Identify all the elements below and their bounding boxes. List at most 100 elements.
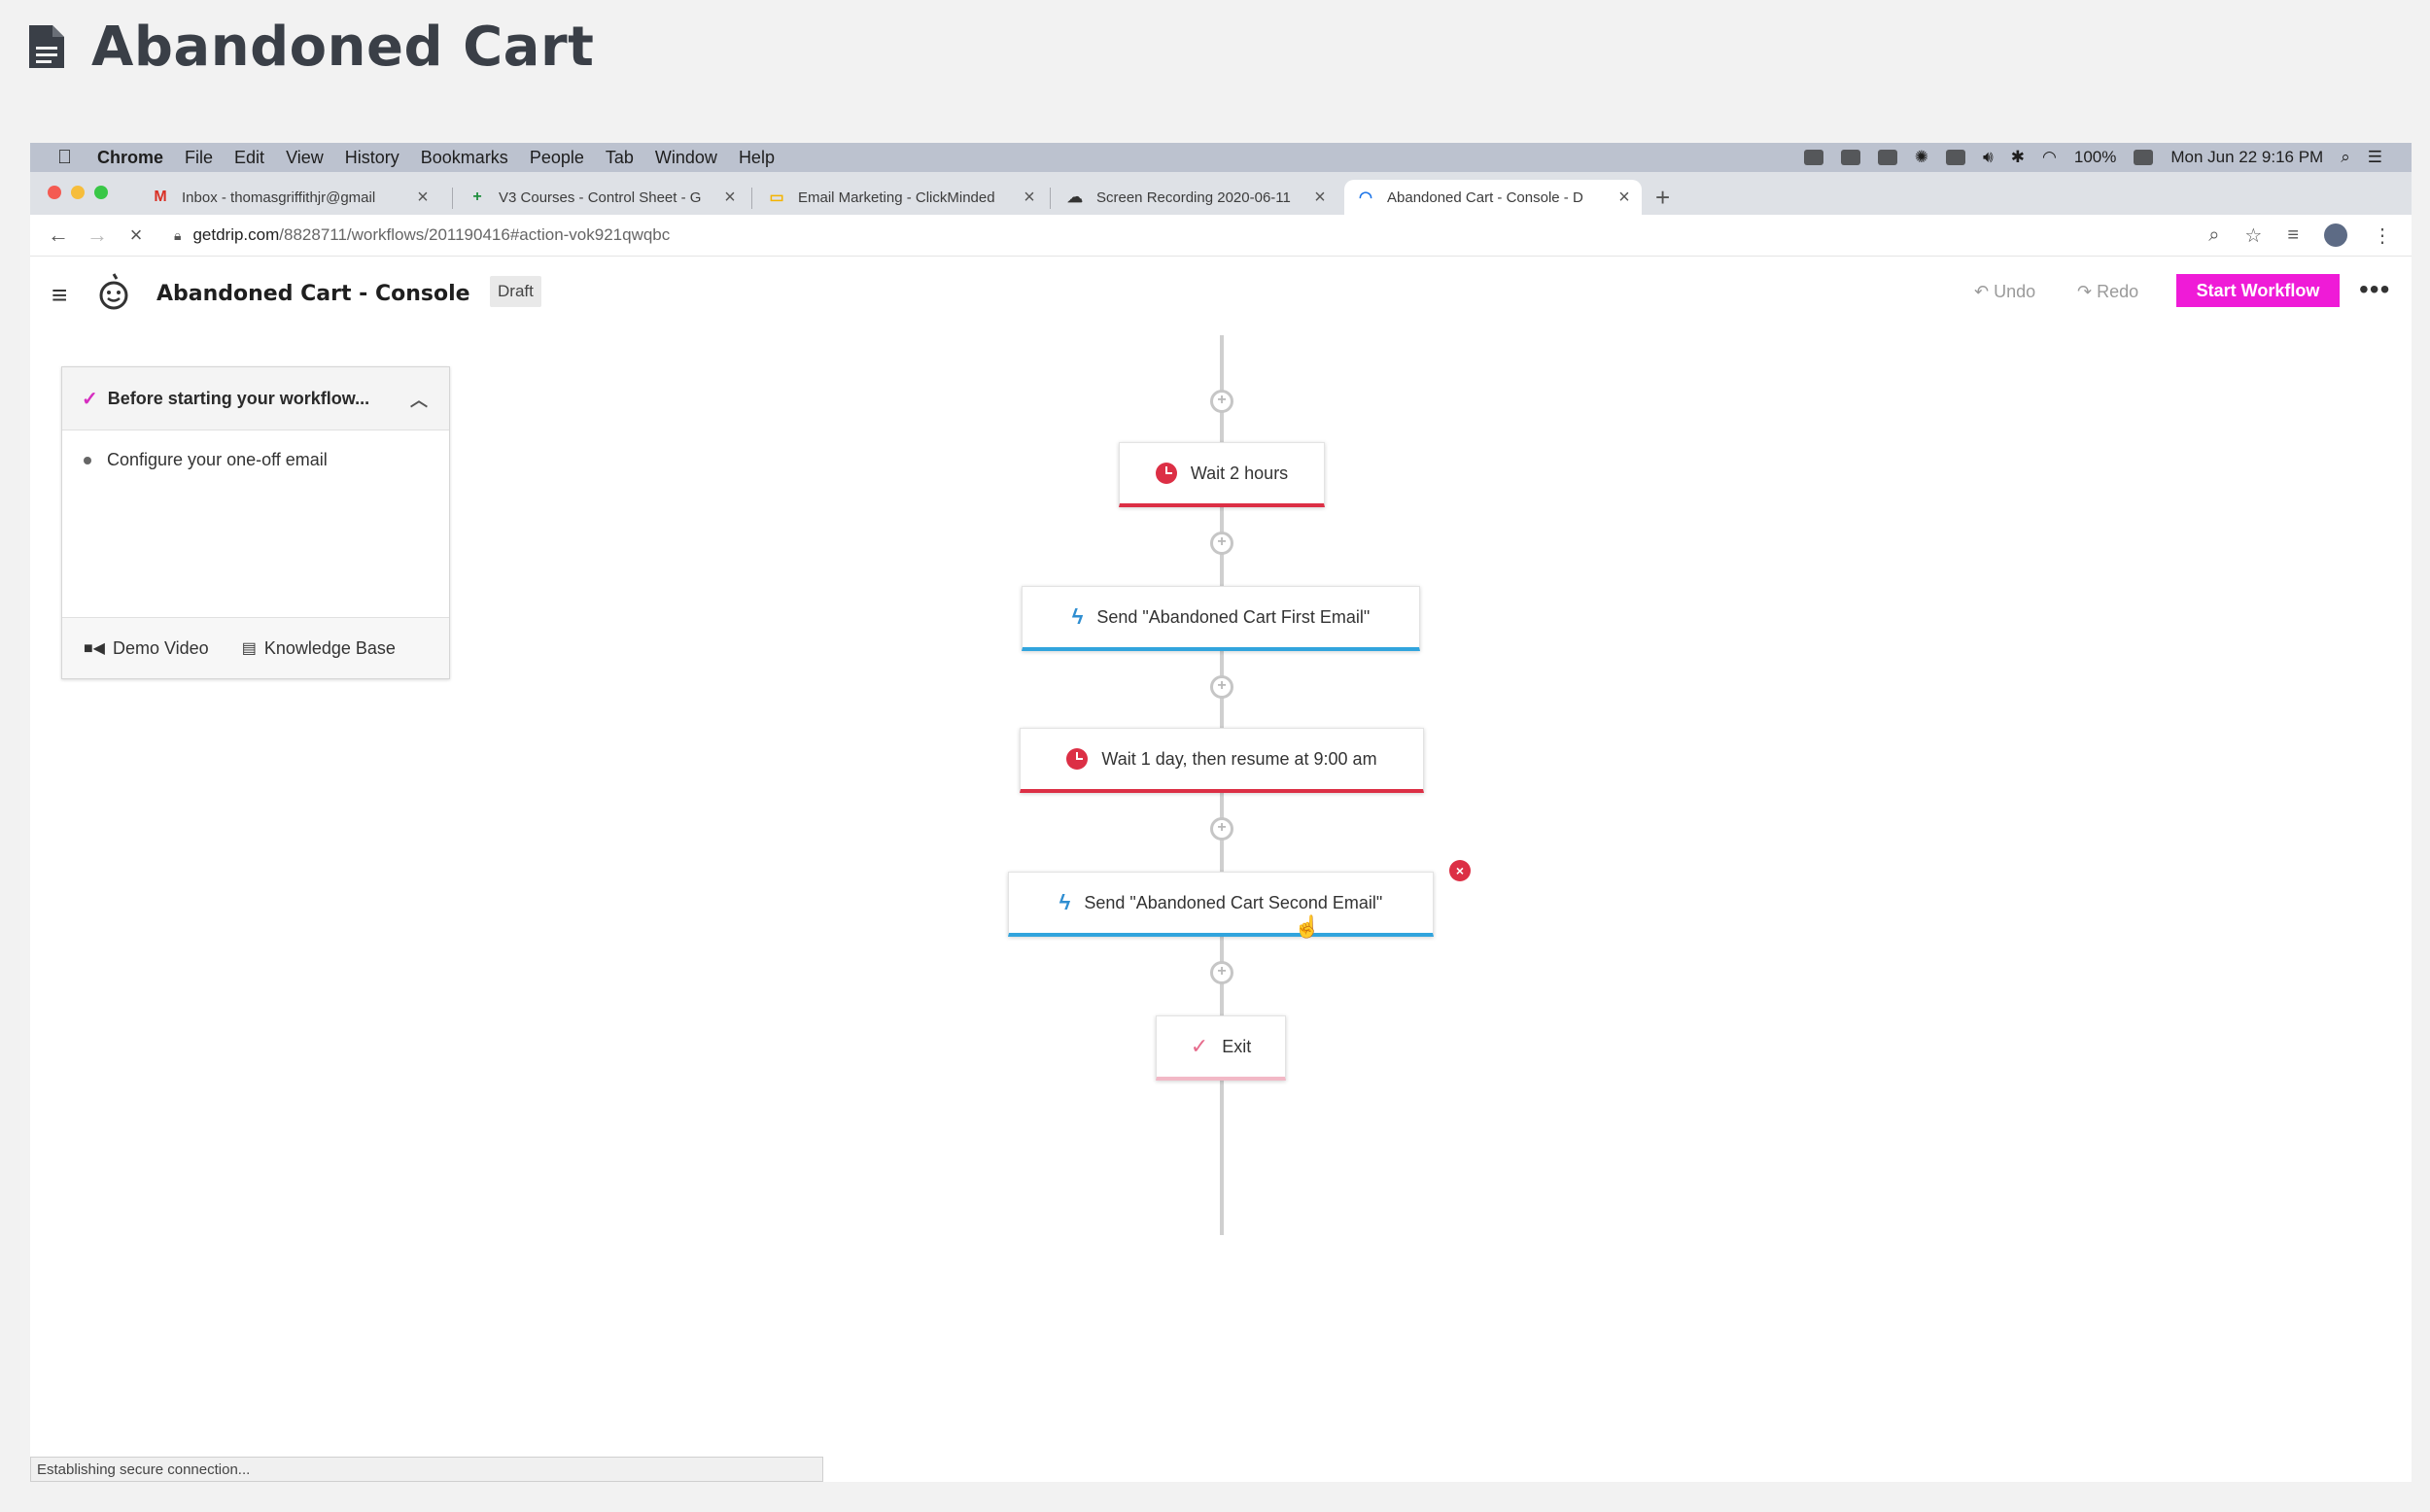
menu-edit[interactable]: Edit: [220, 147, 264, 167]
brightness-icon[interactable]: ✺: [1914, 148, 1929, 166]
checklist-item[interactable]: Configure your one-off email: [84, 450, 449, 470]
battery-percent: 100%: [2073, 148, 2117, 166]
close-tab-icon[interactable]: ×: [1024, 186, 1035, 208]
workflow-step-email[interactable]: ϟ Send "Abandoned Cart First Email": [1022, 586, 1420, 651]
workflow-step-email[interactable]: ϟ Send "Abandoned Cart Second Email": [1008, 872, 1434, 937]
zoom-icon[interactable]: ⌕: [2208, 223, 2220, 246]
browser-tab[interactable]: M Inbox - thomasgriffithjr@gmail ×: [139, 180, 440, 215]
battery-icon[interactable]: [2134, 150, 2154, 165]
lock-icon[interactable]: 🔒︎: [174, 226, 182, 243]
menu-help[interactable]: Help: [723, 147, 775, 167]
workflow-title[interactable]: Abandoned Cart - Console: [156, 282, 470, 306]
back-icon[interactable]: ←: [48, 223, 69, 247]
workflow-step-delay[interactable]: Wait 1 day, then resume at 9:00 am: [1020, 728, 1424, 793]
address-bar: ← → × 🔒︎ getdrip.com/8828711/workflows/2…: [30, 215, 2412, 257]
close-tab-icon[interactable]: ×: [1314, 186, 1326, 208]
chevron-up-icon[interactable]: ︿: [410, 391, 428, 410]
browser-tab-active[interactable]: ◠ Abandoned Cart - Console - D ×: [1344, 180, 1642, 215]
menu-app[interactable]: Chrome: [83, 147, 163, 167]
profile-avatar[interactable]: [2324, 223, 2347, 247]
menu-history[interactable]: History: [330, 147, 399, 167]
close-tab-icon[interactable]: ×: [1618, 186, 1630, 208]
drip-logo-icon[interactable]: [96, 272, 131, 316]
control-center-icon[interactable]: ☰: [2367, 148, 2382, 166]
close-tab-icon[interactable]: ×: [417, 186, 429, 208]
spotlight-icon[interactable]: ⌕: [2341, 148, 2350, 166]
wechat-icon[interactable]: [1803, 150, 1823, 165]
page-title: Abandoned Cart: [91, 15, 595, 79]
tab-title: Inbox - thomasgriffithjr@gmail: [182, 189, 376, 206]
redo-button[interactable]: ↷ Redo: [2077, 282, 2138, 302]
url-field[interactable]: 🔒︎ getdrip.com/8828711/workflows/2011904…: [174, 225, 670, 245]
knowledge-base-link[interactable]: ▤ Knowledge Base: [242, 638, 396, 659]
bluetooth-icon[interactable]: ✱: [2010, 148, 2026, 166]
checklist-panel: ✓ Before starting your workflow... ︿ Con…: [61, 366, 450, 679]
new-tab-button[interactable]: +: [1655, 182, 1671, 212]
wifi-icon[interactable]: ◠: [2042, 148, 2057, 166]
gmail-icon: M: [154, 189, 167, 205]
more-options-icon[interactable]: •••: [2359, 274, 2391, 304]
screen-recording:  Chrome File Edit View History Bookmark…: [30, 143, 2412, 1482]
step-label: Wait 1 day, then resume at 9:00 am: [1101, 748, 1377, 769]
clock-icon: [1155, 463, 1177, 484]
browser-tab[interactable]: ☁ Screen Recording 2020-06-11 ×: [1054, 180, 1337, 215]
close-tab-icon[interactable]: ×: [724, 186, 736, 208]
menu-bookmarks[interactable]: Bookmarks: [405, 147, 508, 167]
zoom-window-button[interactable]: [94, 186, 108, 199]
bookmark-star-icon[interactable]: ☆: [2244, 224, 2263, 247]
clock-text[interactable]: Mon Jun 22 9:16 PM: [2170, 148, 2324, 166]
add-step-icon[interactable]: +: [1210, 675, 1233, 699]
add-step-icon[interactable]: +: [1210, 390, 1233, 413]
demo-video-label: Demo Video: [112, 637, 209, 658]
notification-icon[interactable]: [1840, 150, 1860, 165]
video-camera-icon: ■◀: [84, 640, 105, 657]
add-step-icon[interactable]: +: [1210, 961, 1233, 984]
menu-people[interactable]: People: [514, 147, 584, 167]
step-label: Send "Abandoned Cart First Email": [1096, 606, 1371, 627]
menu-tab[interactable]: Tab: [590, 147, 634, 167]
minimize-window-button[interactable]: [71, 186, 85, 199]
undo-label: Undo: [1994, 282, 2036, 301]
tab-title: Screen Recording 2020-06-11: [1096, 189, 1291, 206]
close-window-button[interactable]: [48, 186, 61, 199]
clock-icon: [1066, 748, 1089, 770]
browser-tab[interactable]: + V3 Courses - Control Sheet - G ×: [456, 180, 747, 215]
delete-step-icon[interactable]: ×: [1449, 860, 1471, 881]
menu-file[interactable]: File: [170, 147, 213, 167]
browser-tab[interactable]: ▭ Email Marketing - ClickMinded ×: [755, 180, 1047, 215]
app-header: ≡ Abandoned Cart - Console Draft ↶ Undo …: [30, 257, 2412, 328]
menu-view[interactable]: View: [271, 147, 324, 167]
airplay-icon[interactable]: [1946, 150, 1966, 165]
tab-separator: [1050, 188, 1051, 209]
apple-icon[interactable]: : [57, 147, 72, 169]
status-badge: Draft: [490, 276, 541, 307]
menu-window[interactable]: Window: [640, 147, 717, 167]
workflow-step-delay[interactable]: Wait 2 hours: [1119, 442, 1325, 507]
hamburger-menu-icon[interactable]: ≡: [52, 280, 68, 310]
start-workflow-button[interactable]: Start Workflow: [2176, 274, 2340, 307]
window-controls: [48, 186, 108, 199]
demo-video-link[interactable]: ■◀ Demo Video: [84, 638, 209, 659]
screen-record-icon[interactable]: [1877, 150, 1897, 165]
add-step-icon[interactable]: +: [1210, 817, 1233, 841]
forward-icon[interactable]: →: [87, 223, 108, 247]
bullet-icon: [84, 456, 91, 464]
volume-icon[interactable]: 🔊︎: [1983, 148, 1994, 166]
workflow-step-exit[interactable]: ✓ Exit: [1156, 1015, 1286, 1081]
stop-loading-icon[interactable]: ×: [129, 223, 143, 247]
tab-separator: [452, 188, 453, 209]
checklist-header[interactable]: ✓ Before starting your workflow... ︿: [62, 367, 449, 430]
undo-button[interactable]: ↶ Undo: [1974, 282, 2035, 302]
mac-menubar:  Chrome File Edit View History Bookmark…: [30, 143, 2412, 172]
slides-icon: ▭: [769, 189, 784, 206]
url-path: /8828711/workflows/201190416#action-vok9…: [279, 225, 671, 244]
add-step-icon[interactable]: +: [1210, 532, 1233, 555]
browser-actions: ⌕ ☆ ≡ ⋮: [2208, 215, 2392, 256]
lightning-icon: ϟ: [1071, 604, 1084, 629]
page-header: Abandoned Cart: [27, 8, 594, 86]
step-label: Exit: [1222, 1036, 1252, 1056]
browser-menu-icon[interactable]: ⋮: [2373, 224, 2392, 247]
media-controls-icon[interactable]: ≡: [2287, 223, 2299, 246]
sheets-icon: +: [472, 189, 482, 205]
checklist-footer: ■◀ Demo Video ▤ Knowledge Base: [62, 617, 449, 678]
